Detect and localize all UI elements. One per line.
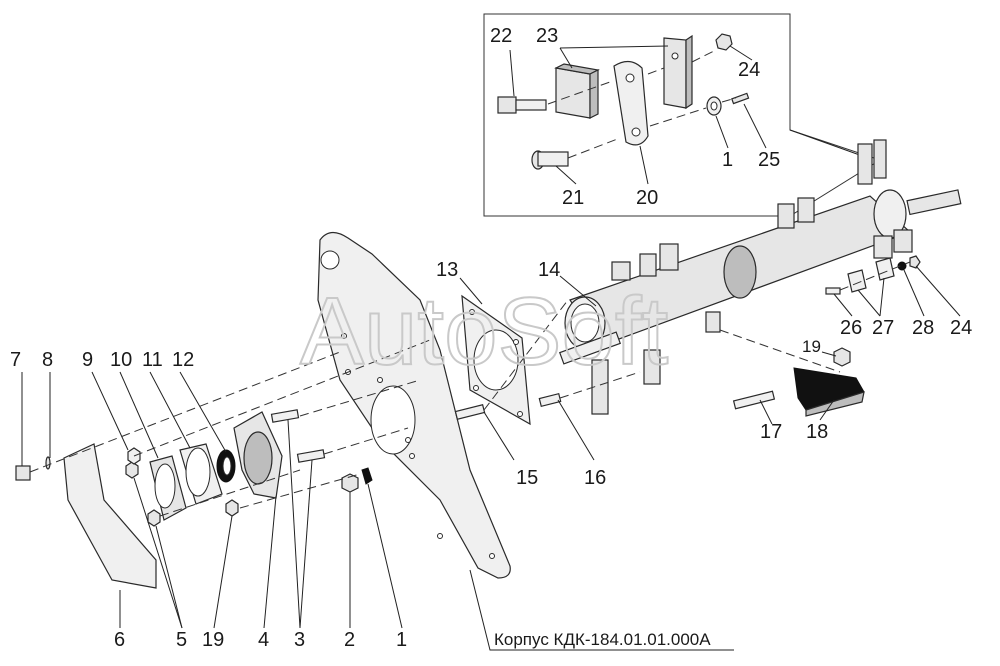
label-19-left: 19 (202, 629, 224, 651)
label-22: 22 (490, 25, 512, 47)
washer-1 (361, 467, 373, 485)
bolt-16 (538, 392, 562, 408)
nut-24 (909, 255, 921, 269)
cover-6 (63, 443, 157, 589)
label-14: 14 (538, 259, 560, 281)
label-25: 25 (758, 149, 780, 171)
label-13: 13 (436, 259, 458, 281)
bolt-7 (15, 465, 31, 481)
bolt-15 (454, 404, 486, 420)
label-2: 2 (344, 629, 355, 651)
label-4: 4 (258, 629, 269, 651)
label-3: 3 (294, 629, 305, 651)
left-parts (15, 255, 921, 589)
nut-5b (147, 509, 161, 527)
label-6: 6 (114, 629, 125, 651)
nut-5a (125, 461, 139, 479)
tube-14 (558, 139, 962, 415)
label-17: 17 (760, 421, 782, 443)
cotter-pin-25 (731, 92, 750, 105)
label-21: 21 (562, 187, 584, 209)
nut-24-inset (715, 33, 733, 51)
label-7: 7 (10, 349, 21, 371)
bolt-22 (497, 96, 547, 114)
assembly-caption: Корпус КДК-184.01.01.000А (494, 630, 711, 649)
label-5: 5 (176, 629, 187, 651)
bolt-17 (732, 390, 776, 410)
nut-2 (341, 473, 359, 493)
label-16: 16 (584, 467, 606, 489)
link-20 (613, 60, 649, 146)
label-26: 26 (840, 317, 862, 339)
bolt-3a (270, 409, 300, 423)
label-12: 12 (172, 349, 194, 371)
washer-28 (897, 261, 907, 271)
nut-19-left (225, 499, 239, 517)
bolt-26 (825, 287, 841, 295)
inset-parts (497, 33, 750, 170)
plate-23-right (663, 37, 687, 109)
label-20: 20 (636, 187, 658, 209)
plate-27b (875, 257, 895, 281)
label-1: 1 (396, 629, 407, 651)
label-8: 8 (42, 349, 53, 371)
label-27: 27 (872, 317, 894, 339)
label-24-right: 24 (950, 317, 972, 339)
assembly-axes (29, 261, 911, 517)
housing-plate (317, 231, 511, 579)
plate-27a (847, 269, 867, 293)
label-15: 15 (516, 467, 538, 489)
plate-23-left (555, 67, 591, 119)
bracket-18 (793, 367, 865, 417)
watermark: AutoSoft (300, 278, 668, 385)
label-9: 9 (82, 349, 93, 371)
label-23: 23 (536, 25, 558, 47)
bolt-3b (296, 449, 326, 463)
washer-8 (45, 456, 51, 470)
nut-19-right (833, 347, 851, 367)
pin-21 (537, 151, 569, 167)
leader-lines (21, 45, 961, 651)
label-28: 28 (912, 317, 934, 339)
label-10: 10 (110, 349, 132, 371)
label-18: 18 (806, 421, 828, 443)
label-1-inset: 1 (722, 149, 733, 171)
label-11: 11 (142, 349, 163, 371)
flange-13 (461, 294, 531, 426)
label-19-right: 19 (802, 337, 821, 356)
inset-pointer (789, 129, 869, 159)
label-24-inset: 24 (738, 59, 760, 81)
part-labels: 7 8 9 10 11 12 6 5 19 4 3 2 1 13 14 15 1… (10, 25, 972, 651)
